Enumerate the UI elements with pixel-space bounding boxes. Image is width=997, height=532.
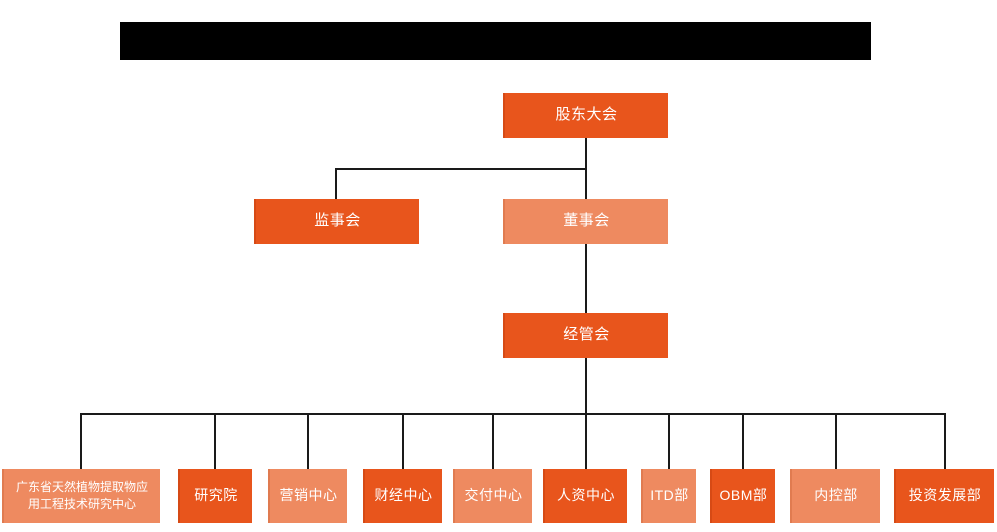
org-node-finance[interactable]: 财经中心 bbox=[363, 469, 442, 523]
org-node-itd-label: ITD部 bbox=[650, 487, 689, 504]
org-node-itd[interactable]: ITD部 bbox=[641, 469, 696, 523]
connector-management-down bbox=[585, 358, 587, 415]
org-node-internal-control[interactable]: 内控部 bbox=[790, 469, 880, 523]
org-node-research-center-label: 广东省天然植物提取物应 用工程技术研究中心 bbox=[4, 479, 160, 514]
connector-drop-internal-control bbox=[835, 413, 837, 469]
connector-drop-investment bbox=[944, 413, 946, 469]
org-node-research-center-line1: 广东省天然植物提取物应 bbox=[15, 479, 148, 494]
connector-directors-management bbox=[585, 243, 587, 315]
org-node-hr-label: 人资中心 bbox=[557, 487, 615, 504]
org-node-institute[interactable]: 研究院 bbox=[178, 469, 252, 523]
redacted-title-bar bbox=[120, 22, 871, 60]
connector-drop-research-center bbox=[80, 413, 82, 469]
org-node-supervisors[interactable]: 监事会 bbox=[254, 199, 419, 244]
org-node-delivery[interactable]: 交付中心 bbox=[453, 469, 532, 523]
org-node-management[interactable]: 经管会 bbox=[503, 313, 668, 358]
connector-drop-delivery bbox=[492, 413, 494, 469]
org-node-shareholders-label: 股东大会 bbox=[555, 106, 618, 124]
org-node-internal-control-label: 内控部 bbox=[814, 487, 858, 504]
org-node-investment-label: 投资发展部 bbox=[908, 487, 982, 504]
org-node-obm-label: OBM部 bbox=[719, 487, 768, 504]
org-node-investment[interactable]: 投资发展部 bbox=[894, 469, 994, 523]
org-node-research-center[interactable]: 广东省天然植物提取物应 用工程技术研究中心 bbox=[2, 469, 160, 523]
connector-level2-horizontal bbox=[335, 168, 587, 170]
org-node-marketing-label: 营销中心 bbox=[279, 487, 338, 504]
connector-drop-obm bbox=[742, 413, 744, 469]
org-node-directors-label: 董事会 bbox=[563, 212, 610, 230]
connector-directors-down bbox=[585, 168, 587, 199]
connector-drop-itd bbox=[668, 413, 670, 469]
org-node-delivery-label: 交付中心 bbox=[464, 487, 523, 504]
connector-departments-horizontal bbox=[80, 413, 946, 415]
connector-drop-institute bbox=[214, 413, 216, 469]
org-node-marketing[interactable]: 营销中心 bbox=[268, 469, 347, 523]
org-node-management-label: 经管会 bbox=[563, 326, 610, 344]
connector-drop-marketing bbox=[307, 413, 309, 469]
connector-shareholders-down bbox=[585, 138, 587, 169]
org-node-shareholders[interactable]: 股东大会 bbox=[503, 93, 668, 138]
org-node-supervisors-label: 监事会 bbox=[314, 212, 361, 230]
org-node-directors[interactable]: 董事会 bbox=[503, 199, 668, 244]
org-node-obm[interactable]: OBM部 bbox=[710, 469, 775, 523]
org-node-research-center-line2: 用工程技术研究中心 bbox=[27, 497, 136, 511]
connector-supervisors-down bbox=[335, 168, 337, 199]
org-node-finance-label: 财经中心 bbox=[374, 487, 433, 504]
connector-drop-finance bbox=[402, 413, 404, 469]
org-node-institute-label: 研究院 bbox=[194, 487, 238, 504]
org-node-hr[interactable]: 人资中心 bbox=[543, 469, 627, 523]
connector-drop-hr bbox=[585, 413, 587, 469]
